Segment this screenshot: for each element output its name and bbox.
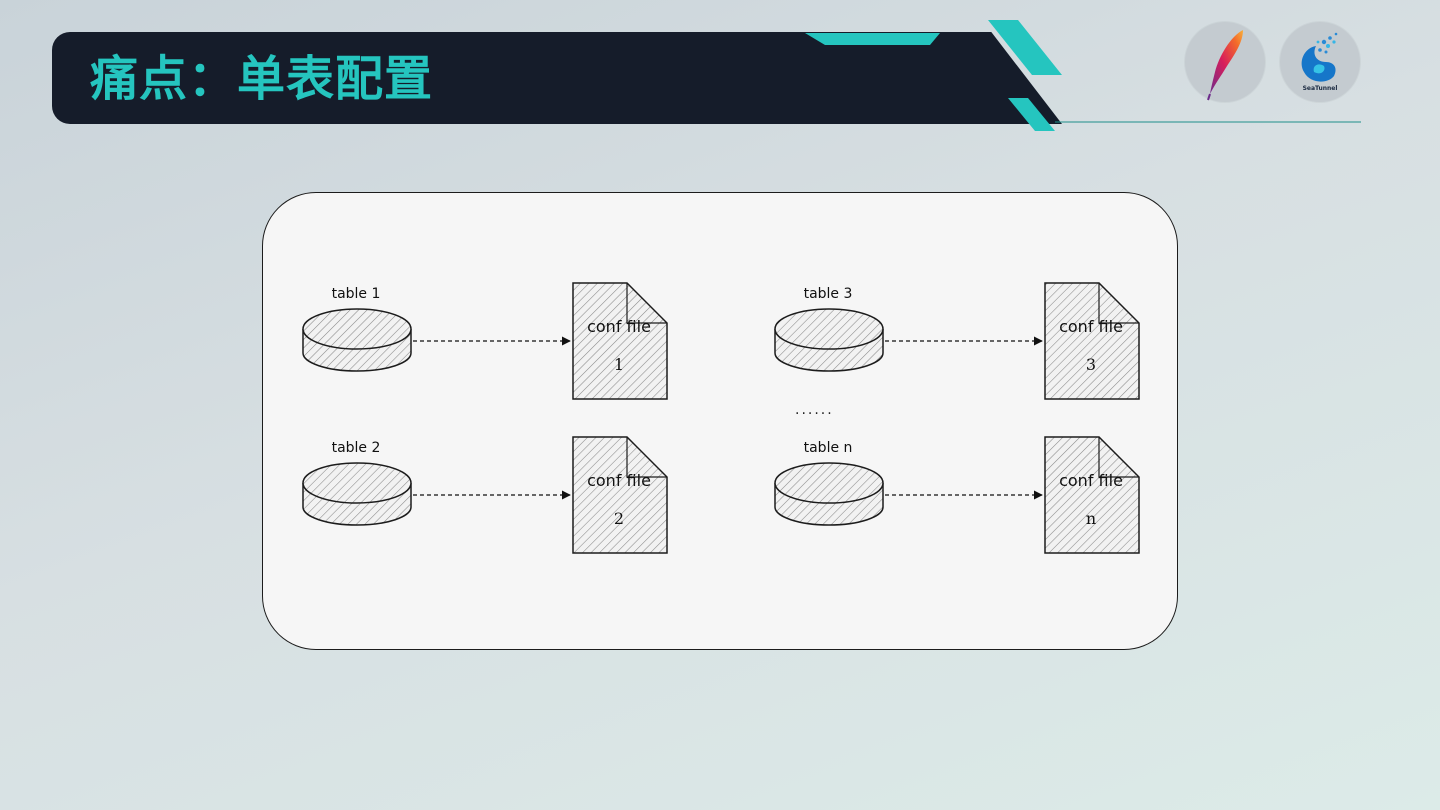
seatunnel-logo-icon (1301, 32, 1338, 82)
accent-stripe-top (805, 33, 940, 45)
file-title-1: conf file (587, 317, 651, 336)
file-node-conf-file-3 (1044, 282, 1140, 400)
file-node-conf-file-2 (572, 436, 668, 554)
seatunnel-logo: SeaTunnel (1280, 22, 1360, 102)
database-node-table-3 (774, 308, 884, 372)
ellipsis: ...... (795, 402, 834, 418)
table-label-n: table n (803, 440, 853, 456)
diagram-card (262, 192, 1178, 650)
accent-stripe-bottom (1008, 98, 1055, 131)
seatunnel-label: SeaTunnel (1302, 85, 1338, 92)
accent-stripe-diagonal (988, 20, 1062, 75)
header-bar (52, 32, 1062, 124)
file-title-3: conf file (1059, 317, 1123, 336)
apache-logo (1185, 22, 1265, 102)
header-decoration (805, 20, 1361, 131)
database-node-table-2 (302, 462, 412, 526)
file-number-n: n (1085, 509, 1097, 528)
file-number-2: 2 (613, 509, 625, 528)
file-title-2: conf file (587, 471, 651, 490)
file-title-n: conf file (1059, 471, 1123, 490)
database-node-table-n (774, 462, 884, 526)
diagram-canvas (302, 282, 1140, 554)
table-label-1: table 1 (331, 286, 381, 302)
apache-feather-icon (1207, 30, 1243, 101)
page-title: 痛点：单表配置 (90, 51, 434, 107)
file-number-3: 3 (1085, 355, 1097, 374)
database-node-table-1 (302, 308, 412, 372)
file-node-conf-file-n (1044, 436, 1140, 554)
table-label-2: table 2 (331, 440, 381, 456)
file-number-1: 1 (613, 355, 625, 374)
table-label-3: table 3 (803, 286, 853, 302)
file-node-conf-file-1 (572, 282, 668, 400)
